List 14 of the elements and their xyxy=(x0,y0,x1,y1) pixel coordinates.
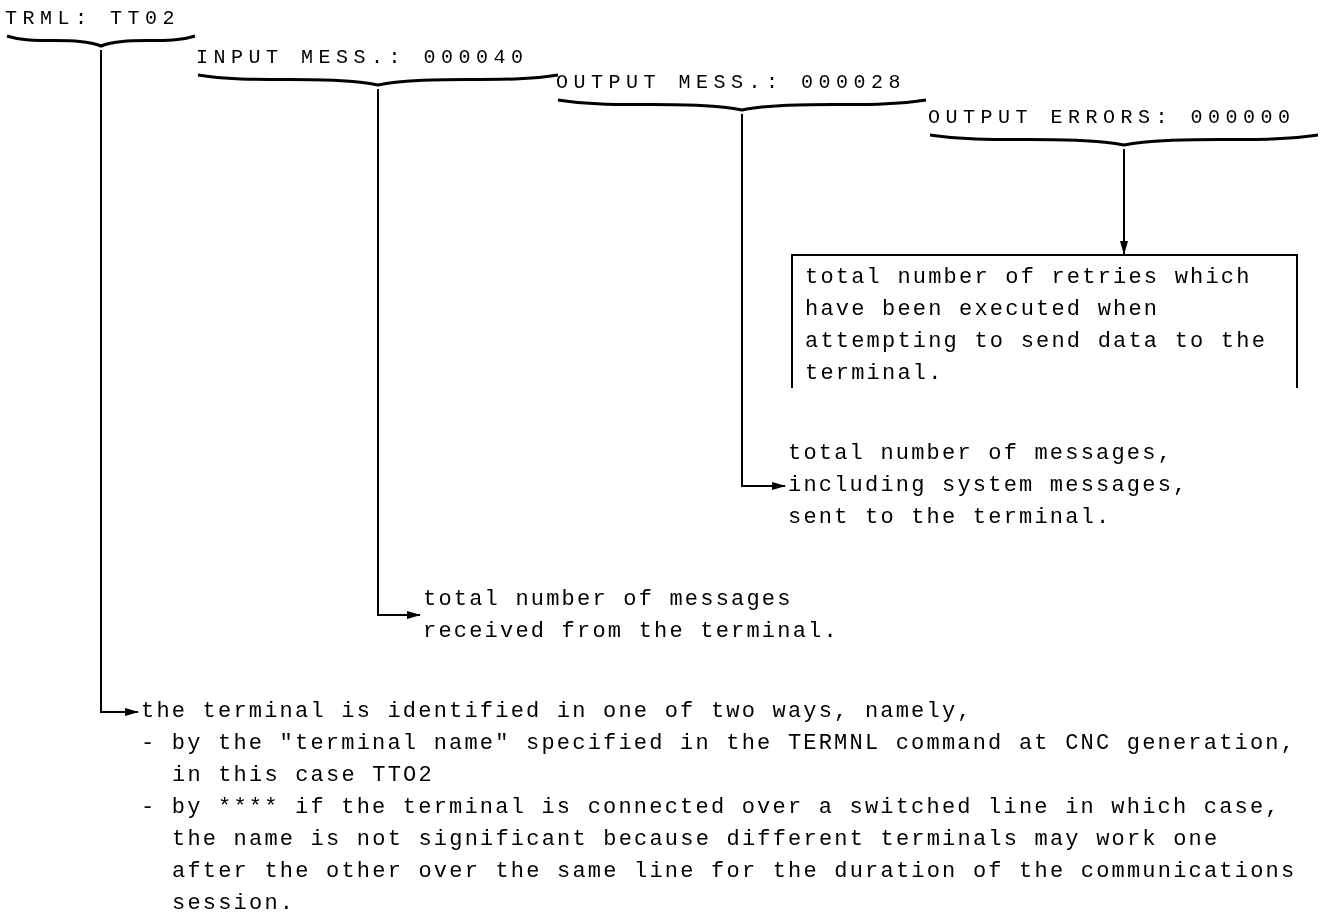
field-label: TRML: TT02 xyxy=(5,6,181,32)
bullet-item: - by **** if the terminal is connected over a switched line in which case, the name is not significant because different terminals may work one after the other over the same line for the duration of the communications session. xyxy=(141,794,1298,918)
bullet-item: - by the "terminal name" specified in the TERMNL command at CNC generation, in this case TTO2 xyxy=(141,730,1298,790)
arrow xyxy=(741,113,786,490)
description-text: total number of messages received from the terminal. xyxy=(423,584,863,648)
arrow xyxy=(100,49,139,716)
description-text: total number of messages, including system messages, sent to the terminal. xyxy=(788,438,1228,534)
arrow xyxy=(377,88,421,619)
field-label: INPUT MESS.: 000040 xyxy=(196,45,529,71)
description-box: total number of retries which have been executed when attempting to send data to the terminal. xyxy=(791,254,1298,388)
arrow xyxy=(1120,148,1128,255)
field-label: OUTPUT MESS.: 000028 xyxy=(556,70,907,96)
field-label: OUTPUT ERRORS: 000000 xyxy=(928,105,1296,131)
description-text: the terminal is identified in one of two ways, namely, xyxy=(141,698,974,726)
